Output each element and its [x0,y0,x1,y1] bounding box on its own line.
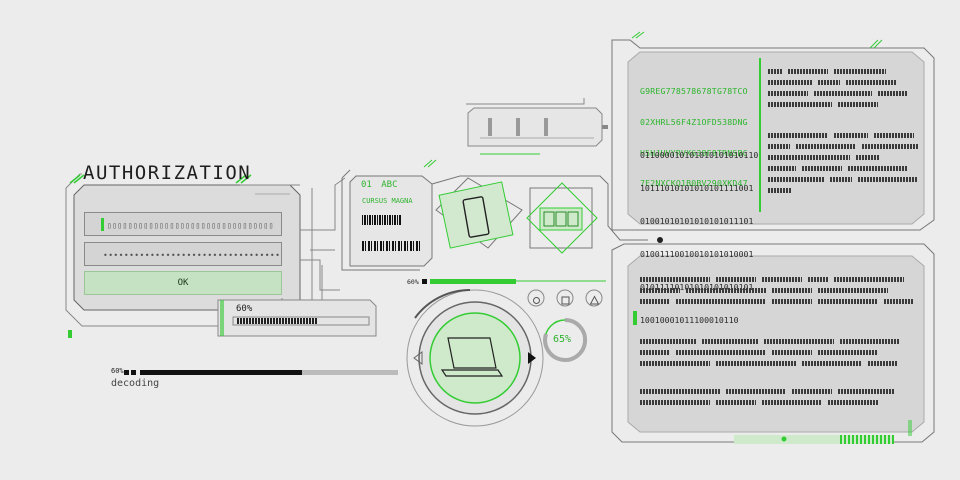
binary-line: 10111010101010101111001 [640,183,754,193]
binary-line: 01001010101010101011101 [640,216,754,226]
dial-frame [406,289,544,427]
auth-field-1[interactable] [84,212,282,237]
decoding-label: decoding [111,378,160,389]
hex-line: H5HJUVYRVX638F8TRNSBC [640,147,748,158]
card-number: 01 [361,180,372,190]
tiny-panel [466,98,603,147]
binary-block: 011000010101010101010110 101110101010101… [640,128,758,337]
hex-line: 7E2NXCKQ1B0BV290XKD47 [640,178,748,189]
circle-icon [533,297,540,304]
masked-text-block-1 [640,274,914,307]
ok-button[interactable]: OK [84,271,282,295]
barcode-2 [362,241,420,251]
dial-right-button[interactable] [526,350,542,366]
gauge-percent: 65% [553,334,572,345]
small-progress-label: 60% [236,304,253,314]
card-abc: ABC [381,180,398,190]
hex-block: G9REG778578678TG78TCO 02XHRL56F4Z1OFD538… [640,66,748,199]
password-input[interactable] [85,244,281,267]
card-title: CURSUS MAGNA [362,197,413,205]
laptop-icon [438,336,504,386]
hex-line: 02XHRL56F4Z1OFD538DNG [640,117,748,128]
barcode-1 [362,215,402,225]
binary-line: 10010001011100010110 [640,315,739,325]
input-caret [101,218,104,231]
dial-left-button[interactable] [407,350,423,366]
square-button[interactable] [559,292,572,305]
binary-line: 011000010101010101010110 [640,150,759,160]
triangle-icon [589,295,600,305]
masked-text-right [768,66,908,110]
card-id: 01 ABC [361,180,398,190]
hex-line: G9REG778578678TG78TCO [640,86,748,97]
username-input[interactable] [85,214,281,237]
masked-text-block-3 [640,386,894,408]
decoding-percent: 60% [111,367,124,375]
phone-icon-frame [435,177,523,249]
middle-progress-label: 60% [407,278,419,286]
masked-text-block-2 [640,336,900,369]
auth-field-2[interactable] [84,242,282,267]
binary-line: 01011110101010101010101 [640,282,754,292]
phone-icon [462,196,490,244]
triangle-button[interactable] [588,292,601,305]
masked-text-right-2 [768,130,918,196]
auth-title: AUTHORIZATION [83,162,252,184]
chip-icon [538,206,584,236]
circle-button[interactable] [530,292,543,305]
square-icon [561,296,570,305]
chip-icon-frame [526,182,598,254]
binary-line: 01001110010010101010001 [640,249,754,259]
